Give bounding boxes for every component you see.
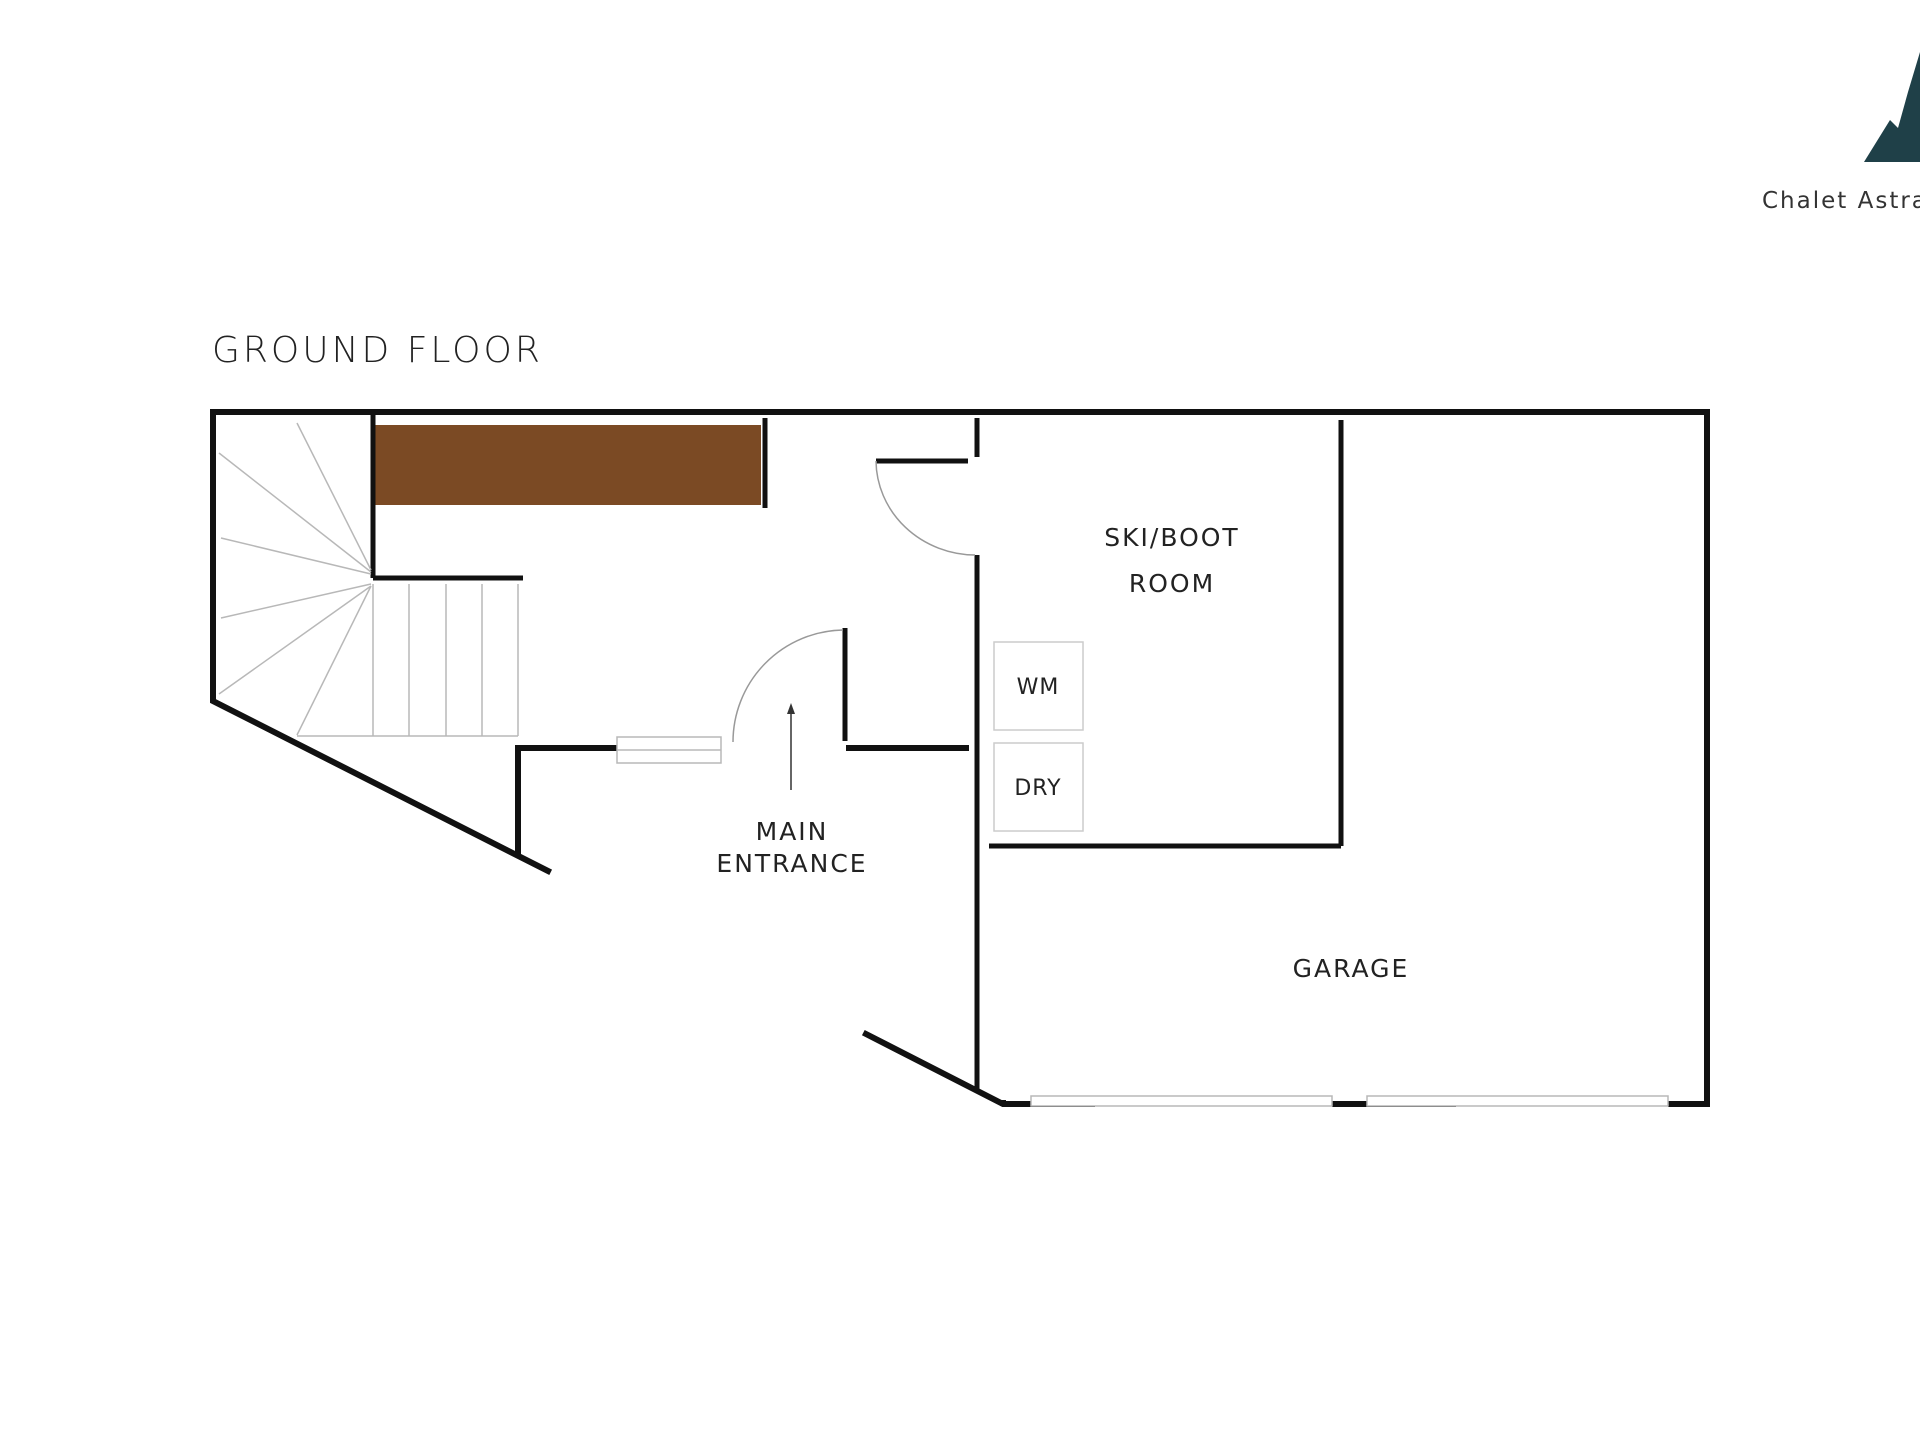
main-entrance-door-arc: [732, 629, 844, 743]
door-swings: [732, 460, 976, 743]
dryer: [993, 742, 1084, 832]
garage-door-left: [1030, 1095, 1333, 1107]
interior-walls: [370, 412, 1344, 1090]
main-entrance-label-line2: ENTRANCE: [716, 849, 867, 878]
appliances: WM DRY: [993, 641, 1084, 832]
dryer-label: DRY: [1014, 776, 1061, 801]
room-labels: SKI/BOOT ROOM GARAGE MAIN ENTRANCE: [716, 523, 1410, 983]
storage-cabinet: [373, 425, 761, 505]
ski-room-door-arc: [875, 460, 976, 556]
entrance-arrow: [787, 703, 795, 790]
main-entrance-label-line1: MAIN: [756, 817, 829, 846]
ski-boot-room-label-line1: SKI/BOOT: [1104, 523, 1239, 552]
washing-machine-label: WM: [1017, 675, 1060, 700]
washing-machine: [993, 641, 1084, 731]
garage-door-right: [1366, 1095, 1669, 1107]
ski-boot-room-label-line2: ROOM: [1129, 569, 1215, 598]
garage-label: GARAGE: [1293, 954, 1410, 983]
windows: [616, 736, 1669, 1107]
chalet-logo: [1864, 52, 1920, 162]
exterior-walls: [210, 409, 1710, 1107]
mountain-peak-logo: [1864, 52, 1920, 162]
staircase: [218, 422, 519, 737]
floor-title: GROUND FLOOR: [212, 330, 543, 371]
brand-name: Chalet Astra: [1762, 188, 1920, 214]
